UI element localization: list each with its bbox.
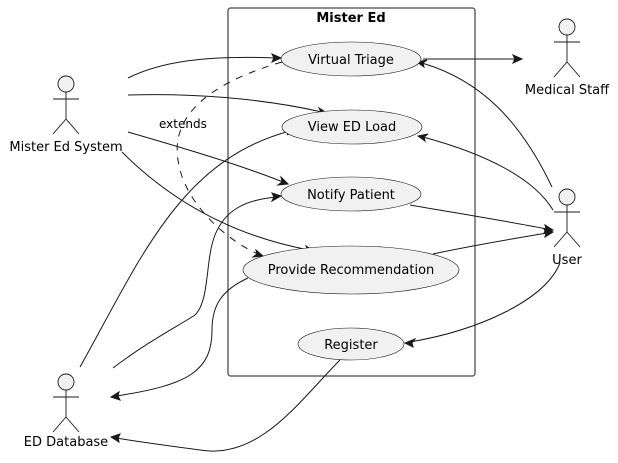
ellipse-use-case-icon [242,245,460,295]
edge-system-to-provide-recommendation [121,151,310,251]
edge-user-to-register [409,262,561,343]
arrowhead-extends [251,248,265,258]
edge-user-to-virtual-triage [421,62,553,188]
arrowhead-medical-staff [511,53,524,65]
edges [79,52,561,452]
arrowhead-view-ed-load-right [416,133,429,143]
stick-figure-actor-icon [52,75,80,135]
stick-figure-actor-icon [553,18,581,78]
use-case-label-register: Register [324,338,378,353]
edge-system-to-view-ed-load [127,94,323,113]
edge-extends [176,61,283,255]
edge-notify-patient-to-user [409,204,548,230]
ellipse-use-case-icon [297,327,405,361]
use-case-view-ed-load: View ED Load [281,109,423,145]
system-title: Mister Ed [316,11,385,26]
actor-label-mister-ed-system: Mister Ed System [9,140,122,155]
ellipse-use-case-icon [281,109,423,145]
edge-user-to-view-ed-load [422,136,554,211]
actor-ed-database: ED Database [24,373,108,450]
arrowhead-virtual-triage-left [270,52,283,64]
actor-label-user: User [552,253,582,268]
arrowhead-notify-patient-bottom [270,192,283,203]
system-boundary: Mister Ed [227,7,476,377]
edge-provide-recommendation-to-user [432,232,548,255]
actor-medical-staff: Medical Staff [525,18,610,98]
edge-ed-database-to-notify-patient [112,196,277,369]
actor-label-ed-database: ED Database [24,435,108,450]
edge-ed-database-to-view-ed-load [79,130,291,368]
actor-label-medical-staff: Medical Staff [525,83,610,98]
arrowhead-user-from-recommendation [543,228,555,239]
arrowhead-ed-database-bottom [109,433,121,444]
use-case-register: Register [297,327,405,361]
stick-figure-actor-icon [553,188,581,248]
ellipse-use-case-icon [280,41,422,77]
extends-label: extends [159,117,207,131]
edge-system-to-virtual-triage [127,56,277,79]
actor-user: User [552,188,582,268]
use-case-provide-recommendation: Provide Recommendation [242,245,460,295]
arrowhead-notify-patient-left [276,175,290,186]
use-case-label-view-ed-load: View ED Load [308,120,397,135]
use-case-label-notify-patient: Notify Patient [307,188,395,203]
use-case-virtual-triage: Virtual Triage [280,41,422,77]
use-case-label-virtual-triage: Virtual Triage [308,53,394,68]
use-case-label-provide-recommendation: Provide Recommendation [268,263,435,278]
edge-register-to-ed-database [115,359,341,452]
arrowhead-register [403,337,417,348]
stick-figure-actor-icon [52,373,80,433]
ellipse-use-case-icon [280,176,422,212]
edge-provide-recommendation-to-ed-database [115,277,249,397]
edge-system-to-notify-patient [127,131,284,183]
use-case-notify-patient: Notify Patient [280,176,422,212]
arrowhead-ed-database-top [109,390,121,401]
actor-mister-ed-system: Mister Ed System [9,75,123,155]
